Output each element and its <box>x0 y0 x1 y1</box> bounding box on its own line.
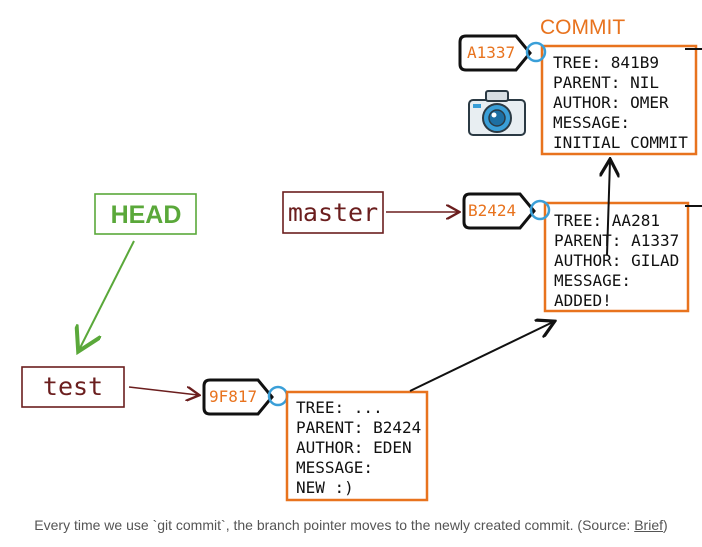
commit-a1337: TREE: 841B9 PARENT: NIL AUTHOR: OMER MES… <box>540 44 702 156</box>
source-link[interactable]: Brief <box>634 517 664 533</box>
commit-id: A1337 <box>467 43 515 62</box>
camera-icon <box>468 90 526 136</box>
caption-suffix: ) <box>663 517 668 533</box>
head-label: HEAD <box>111 201 182 229</box>
parent-arrow <box>607 161 610 256</box>
branch-master: master <box>282 191 458 234</box>
branch-test: test <box>21 366 198 408</box>
commit-tag-b2424: B2424 <box>462 192 551 230</box>
caption-code: `git commit` <box>152 517 226 533</box>
commit-b2424: TREE: AA281 PARENT: A1337 AUTHOR: GILAD … <box>543 201 702 313</box>
branch-label: master <box>288 198 378 227</box>
commit-line: TREE: ... <box>296 398 383 417</box>
caption-middle: , the branch pointer moves to the newly … <box>225 517 631 533</box>
commit-line: NEW :) <box>296 478 354 497</box>
commit-line: TREE: 841B9 <box>553 53 659 72</box>
commit-tag-9f817: 9F817 <box>202 378 289 416</box>
diagram-title: COMMIT <box>540 16 625 39</box>
commit-line: MESSAGE: <box>553 113 630 132</box>
head-pointer: HEAD <box>80 193 197 348</box>
commit-id: 9F817 <box>209 387 257 406</box>
commit-line: AUTHOR: GILAD <box>554 251 679 270</box>
parent-arrow <box>409 322 553 392</box>
commit-line: AUTHOR: EDEN <box>296 438 412 457</box>
commit-tag-a1337: A1337 <box>458 34 547 72</box>
commit-line: PARENT: A1337 <box>554 231 679 250</box>
commit-line: INITIAL COMMIT <box>553 133 688 152</box>
commit-9f817: TREE: ... PARENT: B2424 AUTHOR: EDEN MES… <box>285 390 429 502</box>
commit-line: MESSAGE: <box>554 271 631 290</box>
commit-line: ADDED! <box>554 291 612 310</box>
caption-prefix: Every time we use <box>34 517 149 533</box>
caption: Every time we use `git commit`, the bran… <box>0 517 702 533</box>
commit-line: MESSAGE: <box>296 458 373 477</box>
commit-line: TREE: AA281 <box>554 211 660 230</box>
commit-line: PARENT: NIL <box>553 73 659 92</box>
commit-line: AUTHOR: OMER <box>553 93 669 112</box>
branch-label: test <box>43 372 103 401</box>
commit-id: B2424 <box>468 201 516 220</box>
commit-line: PARENT: B2424 <box>296 418 421 437</box>
